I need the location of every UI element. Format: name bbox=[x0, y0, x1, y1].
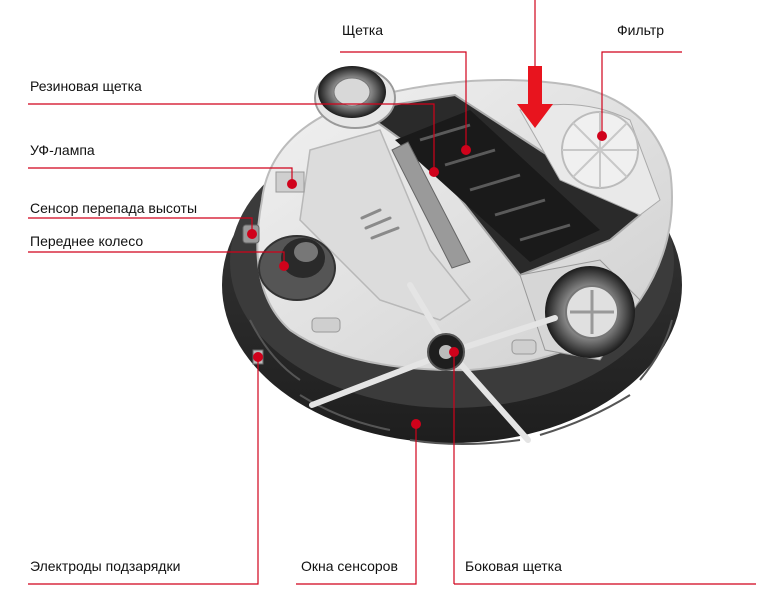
left-drive-wheel bbox=[314, 66, 396, 129]
label-rubber-brush: Резиновая щетка bbox=[30, 78, 142, 94]
marker-brush bbox=[461, 145, 471, 155]
label-cliff-sensor: Сенсор перепада высоты bbox=[30, 200, 198, 216]
marker-cliff-sensor bbox=[247, 229, 257, 239]
front-caster-wheel bbox=[258, 235, 336, 301]
label-sensor-windows: Окна сенсоров bbox=[301, 558, 398, 574]
marker-filter bbox=[597, 131, 607, 141]
filter-grille bbox=[519, 103, 661, 216]
marker-rubber-brush bbox=[429, 167, 439, 177]
callout-markers bbox=[247, 131, 607, 429]
marker-front-wheel bbox=[279, 261, 289, 271]
label-filter: Фильтр bbox=[617, 22, 665, 38]
marker-side-brush bbox=[449, 347, 459, 357]
label-uv-lamp: УФ-лампа bbox=[30, 142, 95, 158]
label-front-wheel: Переднее колесо bbox=[30, 233, 144, 249]
label-side-brush: Боковая щетка bbox=[465, 558, 562, 574]
side-brush bbox=[309, 282, 558, 443]
marker-charging-electrode bbox=[253, 352, 263, 362]
label-charging-electrodes: Электроды подзарядки bbox=[30, 558, 181, 574]
marker-uv-lamp bbox=[287, 179, 297, 189]
marker-sensor-windows bbox=[411, 419, 421, 429]
right-drive-wheel bbox=[519, 259, 641, 361]
airflow-arrow bbox=[517, 66, 553, 128]
main-brush-compartment bbox=[357, 93, 642, 277]
label-brush: Щетка bbox=[342, 22, 384, 38]
